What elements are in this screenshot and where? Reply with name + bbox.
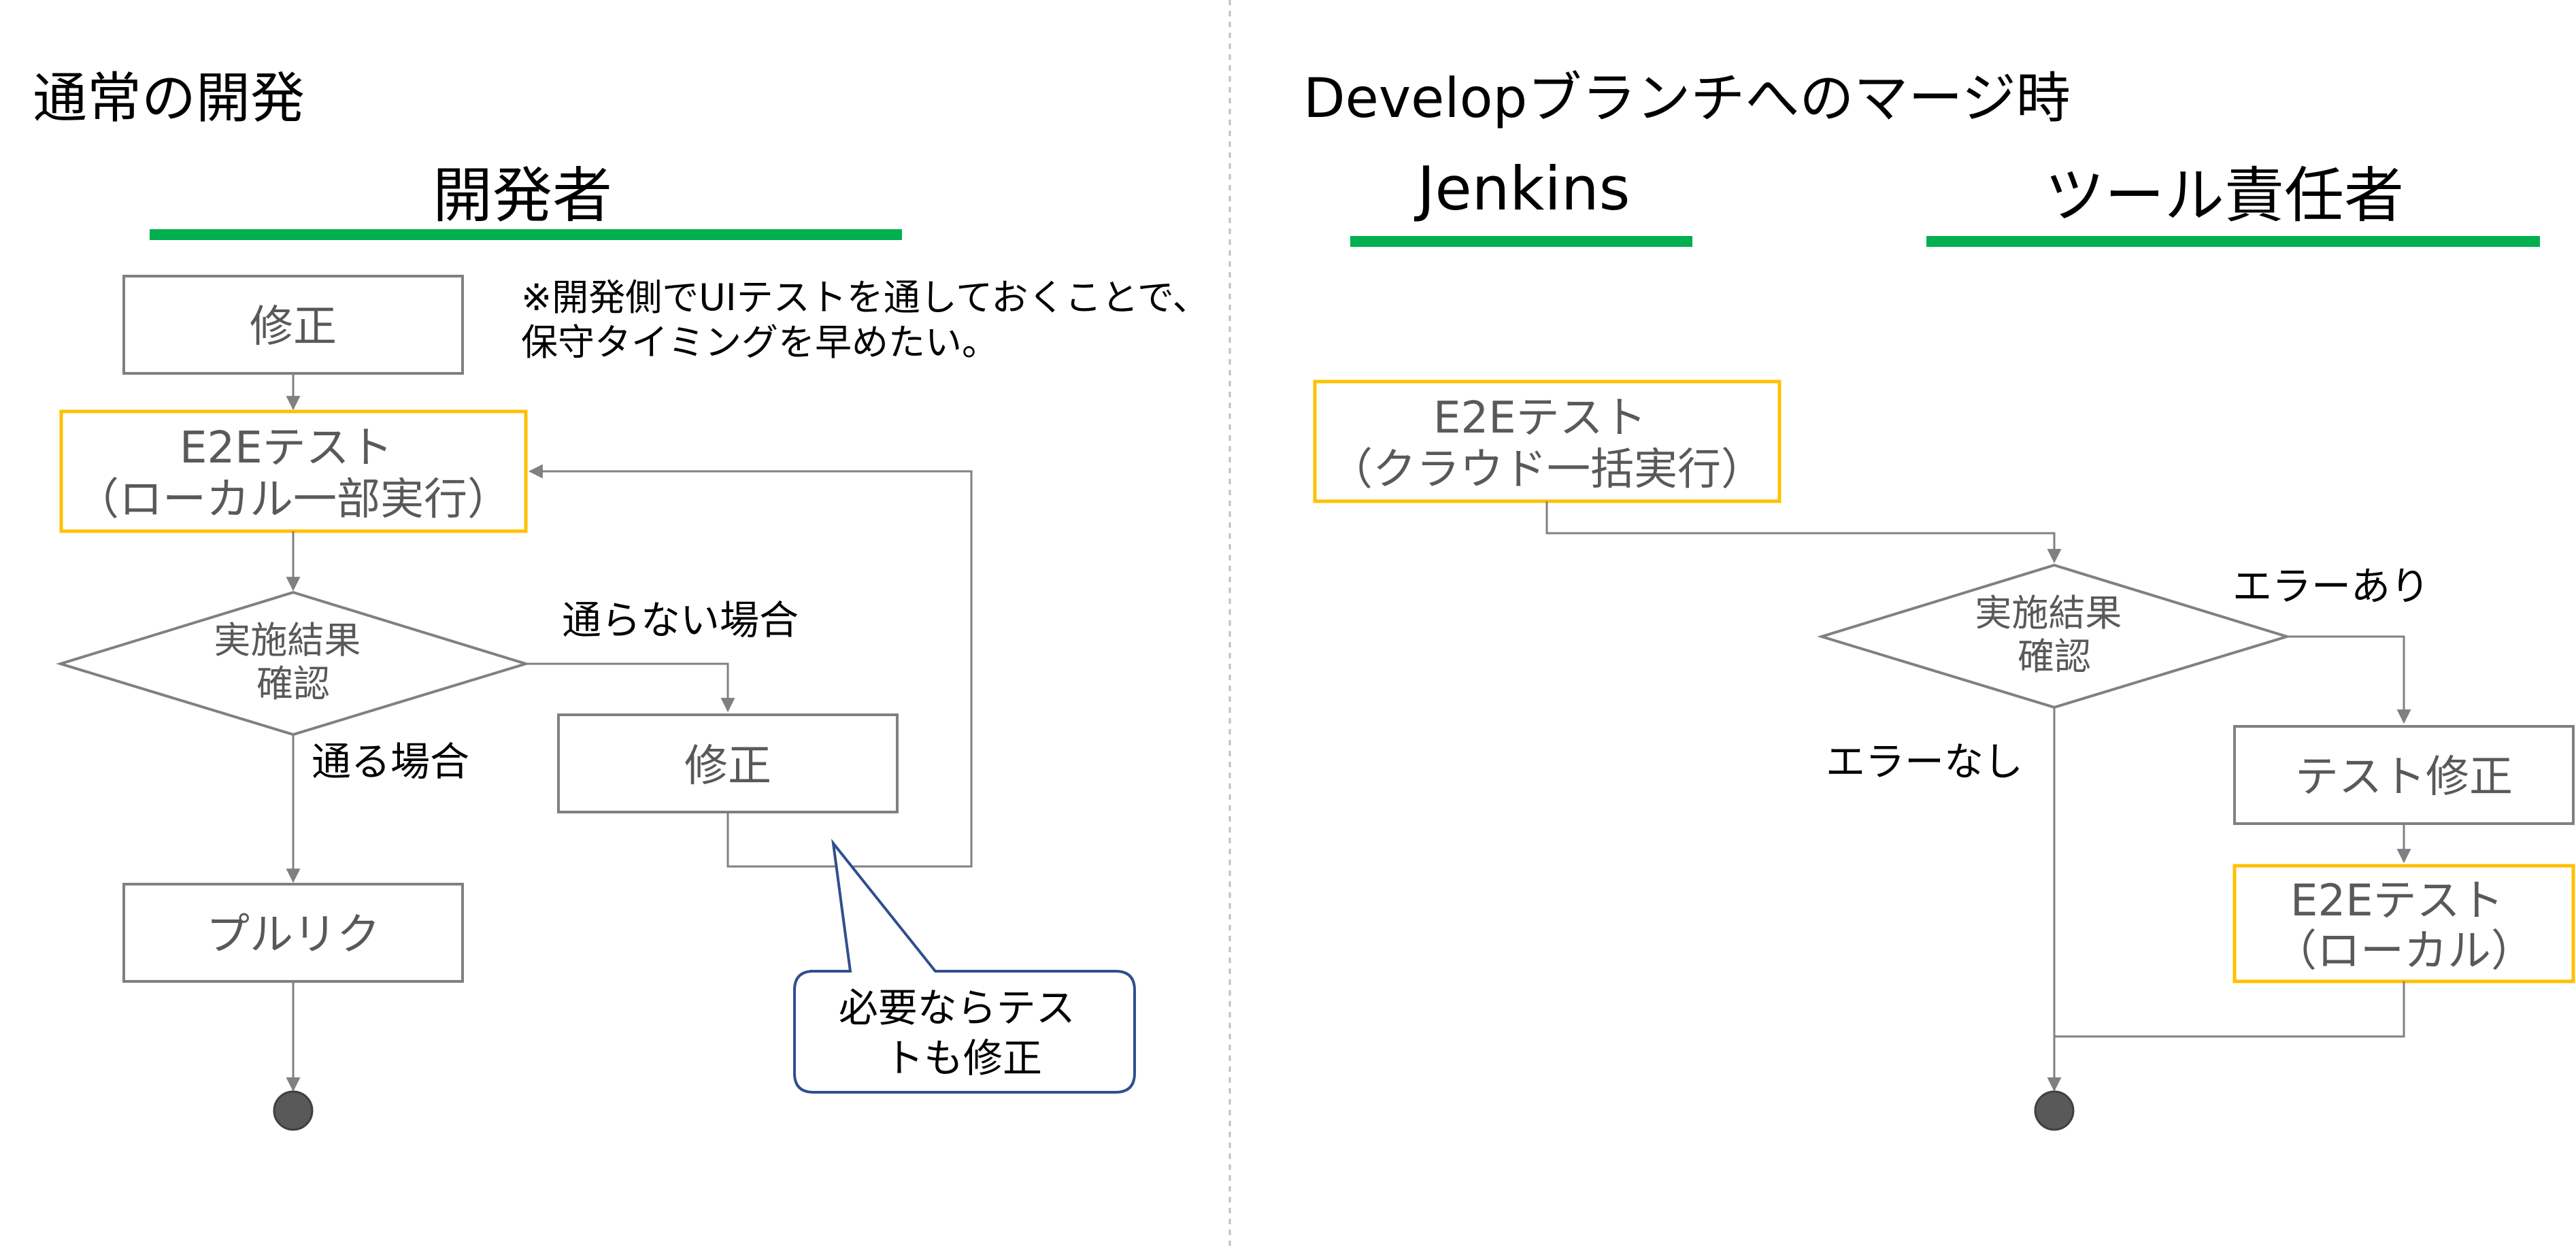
right-end-terminal xyxy=(2034,1090,2075,1131)
callout-bubble xyxy=(793,839,1136,1094)
left-section-title: 通常の開発 xyxy=(33,67,305,130)
lane-bar-jenkins xyxy=(1350,236,1692,247)
pull-request-box[interactable] xyxy=(122,883,464,983)
edge-label-pass: 通る場合 xyxy=(312,739,469,785)
lane-header-developer: 開発者 xyxy=(433,161,612,231)
right-section-title: Developブランチへのマージ時 xyxy=(1303,67,2071,130)
test-fix-box[interactable] xyxy=(2233,725,2575,825)
e2e-local-label: E2Eテスト （ローカル） xyxy=(2273,876,2535,977)
lane-bar-developer xyxy=(150,229,902,240)
edge-decision-error xyxy=(2287,635,2411,724)
left-decision-label: 実施結果 確認 xyxy=(214,619,372,705)
edge-retry-loop xyxy=(528,464,973,868)
callout-label: 必要ならテス トも修正 xyxy=(839,985,1088,1081)
edge-label-no-error: エラーなし xyxy=(1826,739,2023,785)
edge-local-merge xyxy=(2054,981,2405,1038)
note-text: ※開発側でUIテストを通しておくことで、 保守タイミングを早めたい。 xyxy=(521,276,1221,364)
fix-start-box[interactable] xyxy=(122,275,464,375)
lane-header-jenkins: Jenkins xyxy=(1414,154,1630,224)
test-fix-label: テスト修正 xyxy=(2295,752,2513,803)
pull-request-label: プルリク xyxy=(206,910,380,960)
edge-label-fail: 通らない場合 xyxy=(562,597,799,643)
lane-bar-tool-owner xyxy=(1926,236,2540,247)
e2e-cloud-box[interactable] xyxy=(1313,380,1782,503)
right-decision-label: 実施結果 確認 xyxy=(1975,592,2133,678)
edge-label-error: エラーあり xyxy=(2232,563,2430,609)
edge-decision-fail xyxy=(526,662,735,713)
fix-retry-label: 修正 xyxy=(684,741,771,792)
fix-start-label: 修正 xyxy=(250,302,337,352)
left-end-terminal xyxy=(273,1090,314,1131)
e2e-cloud-label: E2Eテスト （クラウド一括実行） xyxy=(1329,393,1764,495)
lane-header-tool-owner: ツール責任者 xyxy=(2045,161,2404,231)
e2e-local-box[interactable] xyxy=(2232,864,2575,983)
edge-cloud-to-decision xyxy=(1545,501,2062,564)
fix-retry-box[interactable] xyxy=(557,713,899,813)
e2e-local-partial-label: E2Eテスト （ローカル一部実行） xyxy=(76,423,511,525)
